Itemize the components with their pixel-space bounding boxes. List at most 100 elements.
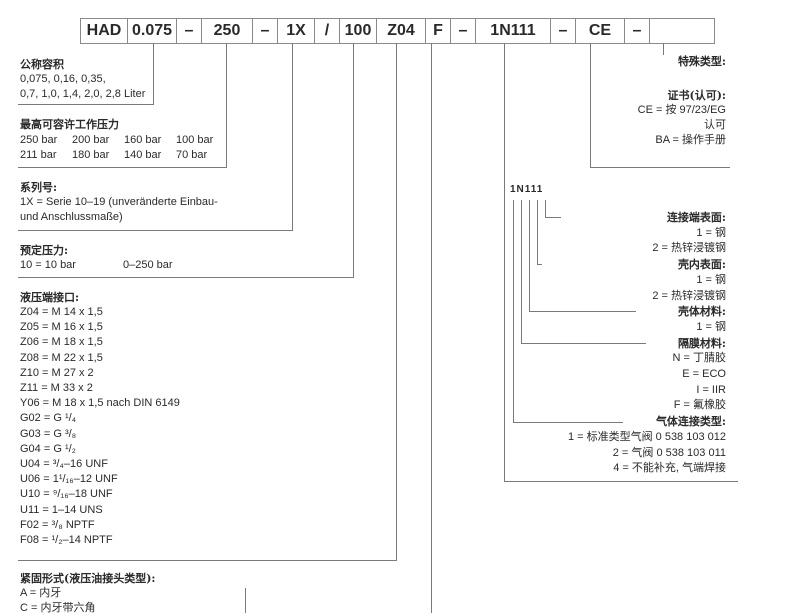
- port-option: U06 = 1¹/₁₆–12 UNF: [20, 473, 118, 486]
- precharge-value: 10 = 10 bar: [20, 259, 76, 271]
- shell-material-option: 1 = 钢: [696, 320, 726, 333]
- sub-connector-shell-material-v: [529, 200, 530, 311]
- cert-title: 证书(认可):: [667, 89, 726, 102]
- cert-line1: CE = 按 97/23/EG: [637, 104, 726, 116]
- shell-material-title: 壳体材料:: [677, 305, 726, 319]
- port-option: Z05 = M 16 x 1,5: [20, 321, 103, 334]
- port-option: Z11 = M 33 x 2: [20, 382, 93, 394]
- cert-line2: 认可: [704, 119, 726, 131]
- fastening-item: A = 内牙: [20, 587, 62, 599]
- pressure-value: 70 bar: [176, 149, 208, 161]
- code-cell-port: Z04: [377, 19, 426, 43]
- sub-connector-shell-material-h: [529, 311, 636, 312]
- pressure-title: 最高可容许工作压力: [20, 118, 119, 131]
- conn-surface-title: 连接端表面:: [666, 211, 726, 224]
- port-option: Z10 = M 27 x 2: [20, 366, 94, 379]
- gas-connection-option: 2 = 气阀 0 538 103 011: [612, 446, 726, 459]
- material-code-label: 1N111: [510, 184, 544, 195]
- pressure-value: 140 bar: [124, 149, 162, 161]
- gas-connection-title: 气体连接类型:: [655, 415, 726, 429]
- pressure-value: 211 bar: [20, 149, 57, 161]
- connector-series-v: [292, 43, 293, 230]
- connector-volume-v: [153, 43, 154, 104]
- volume-title: 公称容积: [20, 58, 64, 71]
- connector-precharge-h: [18, 277, 354, 278]
- connector-cert-v: [590, 43, 591, 167]
- sub-connector-gas-v: [513, 200, 514, 422]
- code-cell-material: 1N111: [476, 19, 551, 43]
- pressure-value: 250 bar: [20, 134, 58, 146]
- pressure-value: 180 bar: [72, 149, 110, 161]
- sub-connector-bladder-h: [521, 343, 646, 344]
- ports-title: 液压端接口:: [20, 291, 80, 304]
- fastening-item: C = 内牙带六角: [20, 602, 96, 614]
- fastening-bracket: [245, 588, 246, 613]
- port-option: F02 = ³/₈ NPTF: [20, 518, 95, 531]
- conn-surface-option: 2 = 热锌浸镀钢: [652, 242, 726, 255]
- connector-port-v: [396, 43, 397, 560]
- code-cell-cert: CE: [576, 19, 625, 43]
- port-option: U10 = ⁹/₁₆–18 UNF: [20, 488, 113, 501]
- pressure-value: 100 bar: [176, 134, 214, 146]
- code-cell-pressure: 250: [202, 19, 253, 43]
- port-option: G02 = G ¹/₄: [20, 412, 77, 425]
- code-cell-volume: 0.075: [128, 19, 177, 43]
- shell-inner-option: 1 = 钢: [696, 273, 726, 286]
- pressure-value: 200 bar: [72, 134, 110, 146]
- code-cell-precharge: 100: [340, 19, 377, 43]
- connector-special-v: [663, 43, 664, 55]
- port-option: G03 = G ³/₈: [20, 427, 77, 440]
- sub-connector-shell-inner-h: [537, 264, 542, 265]
- connector-series-h: [18, 230, 293, 231]
- sub-connector-bladder-v: [521, 200, 522, 343]
- port-option: Y06 = M 18 x 1,5 nach DIN 6149: [20, 397, 180, 410]
- series-line2: und Anschlussmaße): [20, 211, 123, 223]
- series-title: 系列号:: [20, 181, 58, 194]
- connector-precharge-v: [353, 43, 354, 277]
- cert-line3: BA = 操作手册: [655, 134, 726, 146]
- connector-pressure-h: [18, 167, 227, 168]
- special-title: 特殊类型:: [677, 55, 726, 68]
- code-cell-series: 1X: [278, 19, 315, 43]
- port-option: Z08 = M 22 x 1,5: [20, 351, 103, 364]
- pressure-value: 160 bar: [124, 134, 162, 146]
- port-option: U11 = 1–14 UNS: [20, 503, 103, 516]
- code-cell-sep: –: [451, 19, 476, 43]
- gas-connection-option: 4 = 不能补充, 气端焊接: [613, 462, 726, 475]
- precharge-title: 预定压力:: [20, 244, 69, 257]
- sub-connector-shell-inner-v: [537, 200, 538, 264]
- volume-line2: 0,7, 1,0, 1,4, 2,0, 2,8 Liter: [20, 88, 146, 100]
- fastening-title: 紧固形式(液压油接头类型):: [20, 572, 156, 585]
- sub-connector-gas-h: [513, 422, 623, 423]
- port-option: U04 = ³/₄–16 UNF: [20, 458, 108, 470]
- code-cell-sep: –: [177, 19, 202, 43]
- conn-surface-option: 1 = 钢: [696, 226, 726, 239]
- code-cell-special: [650, 19, 714, 43]
- code-cell-fastening: F: [426, 19, 451, 43]
- bladder-option: I = IIR: [696, 383, 726, 396]
- connector-material-h: [504, 481, 738, 482]
- connector-pressure-v: [226, 43, 227, 167]
- bladder-title: 隔膜材料:: [677, 336, 726, 350]
- precharge-range: 0–250 bar: [123, 259, 173, 271]
- connector-fastening-v: [431, 43, 432, 613]
- code-cell-sep: –: [625, 19, 650, 43]
- code-cell-slash: /: [315, 19, 340, 43]
- port-option: Z06 = M 18 x 1,5: [20, 336, 103, 349]
- bladder-option: F = 氟橡胶: [673, 399, 726, 412]
- volume-line1: 0,075, 0,16, 0,35,: [20, 73, 106, 85]
- bladder-option: N = 丁腈胶: [672, 352, 726, 365]
- series-line1: 1X = Serie 10–19 (unveränderte Einbau-: [20, 196, 218, 208]
- gas-connection-option: 1 = 标准类型气阀 0 538 103 012: [567, 430, 726, 443]
- sub-connector-conn-surface-v: [545, 200, 546, 217]
- sub-connector-conn-surface-h: [545, 217, 561, 218]
- port-option: F08 = ¹/₂–14 NPTF: [20, 534, 113, 546]
- code-cell-series-name: HAD: [81, 19, 128, 43]
- port-option: G04 = G ¹/₂: [20, 442, 76, 455]
- type-code-row: HAD 0.075 – 250 – 1X / 100 Z04 F – 1N111…: [80, 18, 715, 44]
- shell-inner-option: 2 = 热锌浸镀钢: [652, 289, 726, 302]
- code-cell-sep: –: [253, 19, 278, 43]
- connector-port-h: [18, 560, 397, 561]
- connector-material-v: [504, 43, 505, 481]
- shell-inner-title: 壳内表面:: [677, 258, 726, 272]
